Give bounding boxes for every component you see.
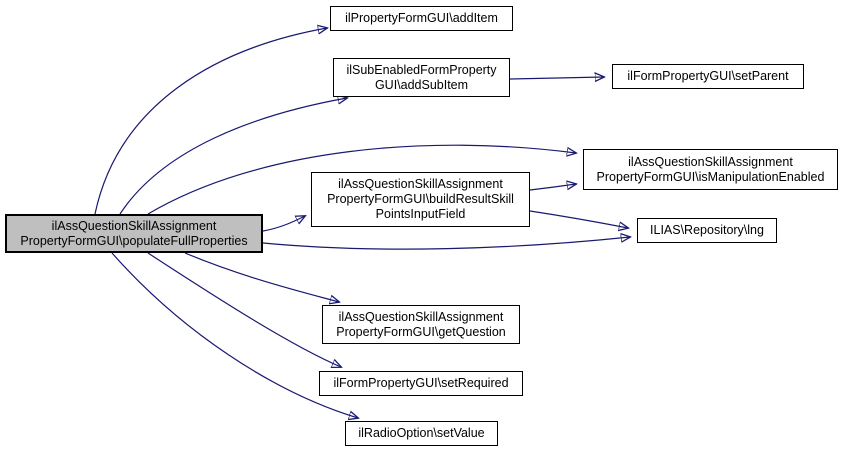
edge-populateFullProperties-addSubItem	[119, 98, 347, 215]
edge-buildResultSkillPointsInputField-isManipulationEnabled	[529, 184, 576, 190]
node-setValue[interactable]: ilRadioOption\setValue	[345, 421, 498, 446]
edge-populateFullProperties-isManipulationEnabled	[147, 144, 576, 215]
node-setRequired[interactable]: ilFormPropertyGUI\setRequired	[319, 371, 523, 396]
edge-populateFullProperties-getQuestion	[184, 252, 339, 302]
node-addSubItem[interactable]: ilSubEnabledFormProperty GUI\addSubItem	[333, 58, 510, 97]
edge-populateFullProperties-setValue	[111, 252, 358, 418]
node-buildResultSkillPointsInputField[interactable]: ilAssQuestionSkillAssignment PropertyFor…	[311, 172, 530, 227]
edge-populateFullProperties-lng	[262, 237, 630, 250]
edge-populateFullProperties-buildResultSkillPointsInputField	[262, 216, 305, 232]
edge-populateFullProperties-addItem	[94, 28, 327, 215]
node-setParent[interactable]: ilFormPropertyGUI\setParent	[612, 64, 804, 89]
node-getQuestion[interactable]: ilAssQuestionSkillAssignment PropertyFor…	[322, 305, 520, 344]
node-lng[interactable]: ILIAS\Repository\lng	[637, 218, 777, 243]
node-isManipulationEnabled[interactable]: ilAssQuestionSkillAssignment PropertyFor…	[583, 149, 838, 190]
edge-buildResultSkillPointsInputField-lng	[529, 210, 628, 228]
edge-addSubItem-setParent	[509, 77, 604, 79]
node-addItem[interactable]: ilPropertyFormGUI\addItem	[330, 6, 513, 31]
edge-populateFullProperties-setRequired	[147, 252, 341, 367]
node-populateFullProperties[interactable]: ilAssQuestionSkillAssignment PropertyFor…	[5, 214, 263, 253]
